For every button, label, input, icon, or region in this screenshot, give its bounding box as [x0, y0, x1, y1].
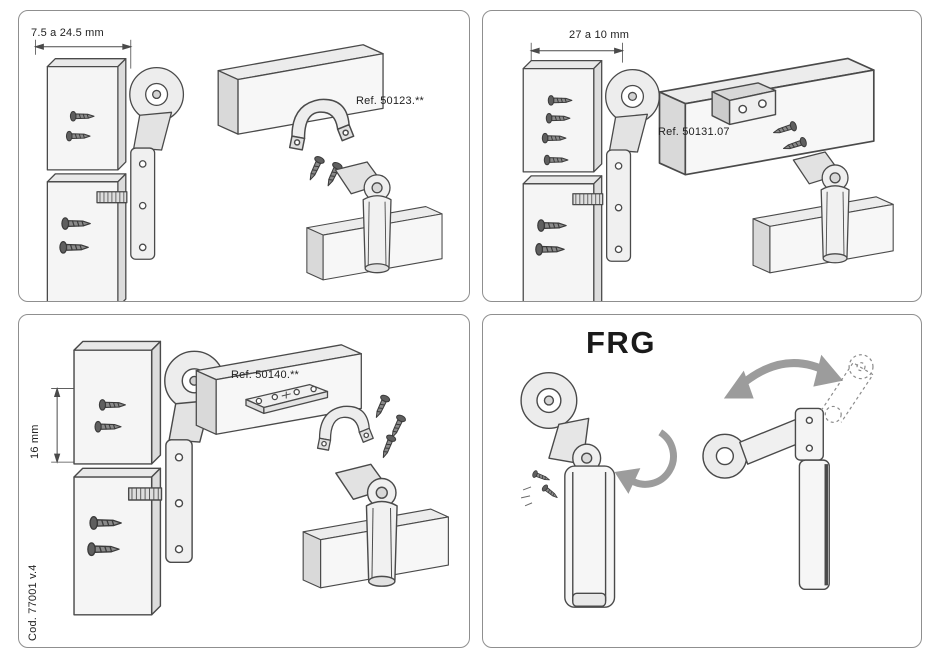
- product-code-label: Cod. 77001 v.4: [27, 564, 39, 641]
- figure-title: FRG: [586, 325, 656, 360]
- screw-icon: [305, 154, 326, 183]
- panel-top-right: 27 a 10 mm Ref. 50131.07: [482, 10, 922, 302]
- illustration-frg-operation: [520, 354, 874, 608]
- rotation-arrow-icon: [614, 429, 677, 494]
- ref-label: Ref. 50140.**: [231, 369, 300, 381]
- illustration-plate-50140: [51, 315, 449, 647]
- screw-icon: [371, 393, 392, 420]
- swing-double-arrow-icon: [723, 354, 844, 399]
- ghost-position-outline: [820, 354, 874, 423]
- panel-bottom-right: FRG: [482, 314, 922, 648]
- folding-hinge-side-view: [702, 407, 830, 591]
- dimension-label: 16 mm: [29, 424, 41, 459]
- ref-label: Ref. 50131.07: [658, 126, 730, 138]
- dimension-lines: [33, 39, 133, 69]
- panel-top-left: 7.5 a 24.5 mm Ref. 50123.**: [18, 10, 470, 302]
- loose-screws: [520, 469, 560, 507]
- ref-label: Ref. 50123.**: [356, 95, 425, 107]
- dimension-label: 27 a 10 mm: [569, 29, 630, 41]
- door-hinge-assembly: [523, 61, 659, 301]
- panel-bottom-left: 16 mm Ref. 50140.** Cod. 77001 v.4: [18, 314, 470, 648]
- screw-icon: [378, 433, 398, 460]
- dimension-lines: [529, 42, 625, 63]
- dimension-label: 7.5 a 24.5 mm: [31, 27, 104, 39]
- illustration-bracket-50123: [33, 39, 443, 301]
- folding-hinge-front-view: [520, 371, 616, 608]
- door-hinge-assembly: [47, 59, 183, 301]
- illustration-block-50131: [483, 42, 894, 301]
